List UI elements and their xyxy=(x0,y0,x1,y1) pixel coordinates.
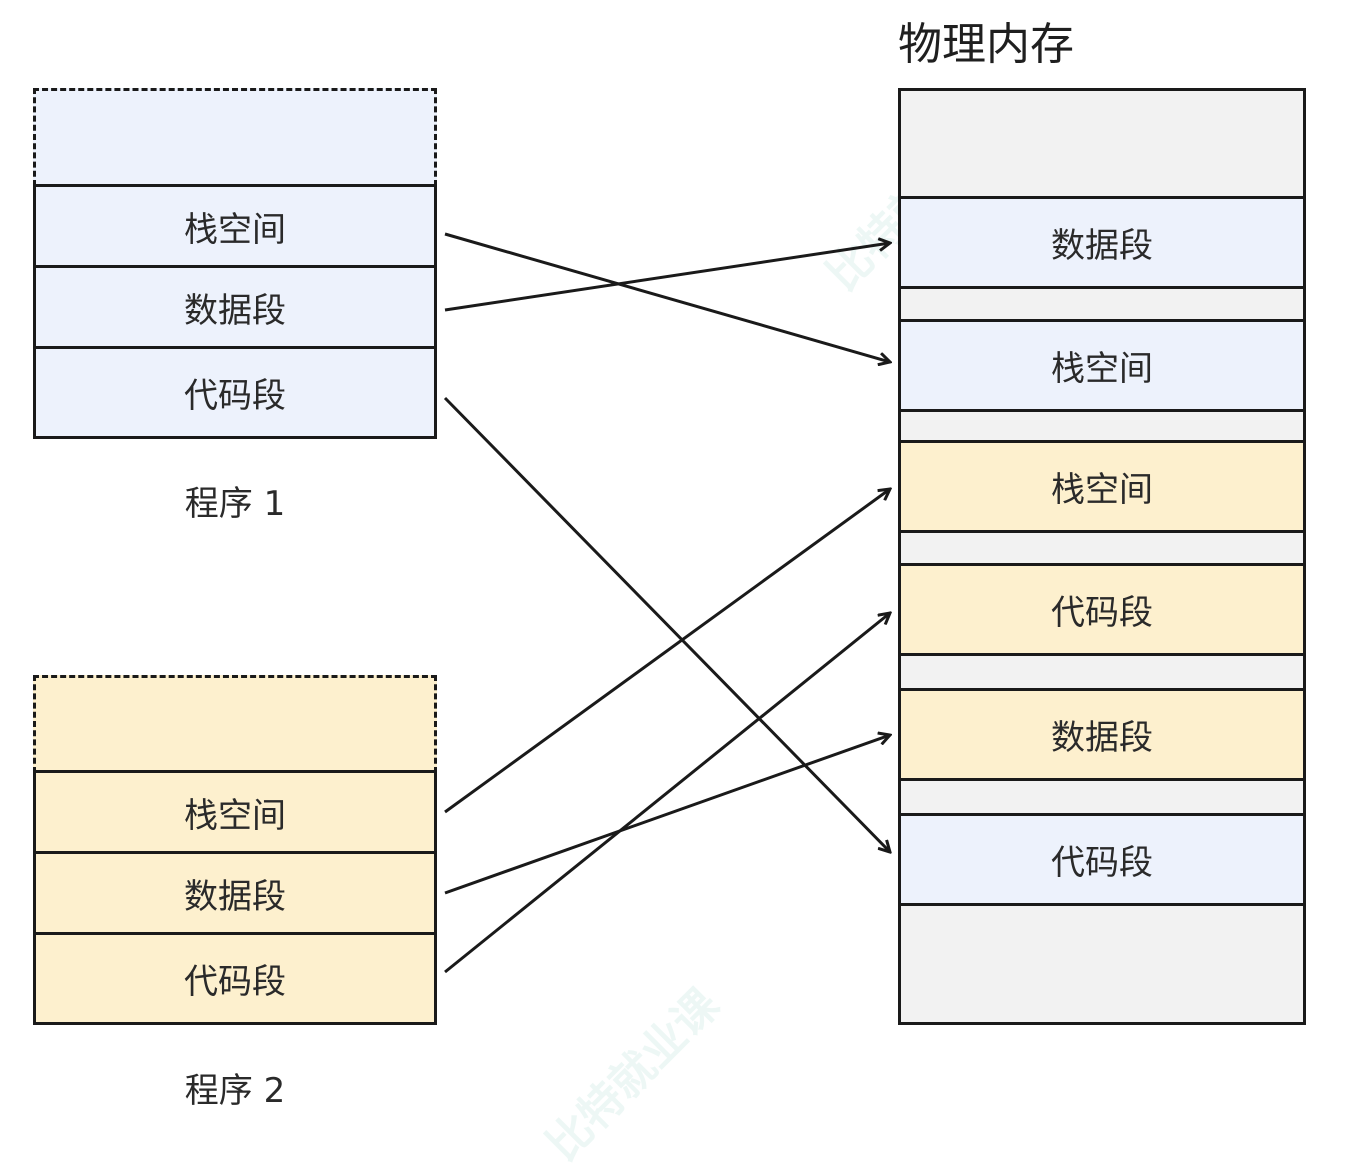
segment-label: 代码段 xyxy=(184,376,286,416)
segment-label: 栈空间 xyxy=(1051,470,1153,510)
arrow-p2-stack-to-memory xyxy=(444,489,890,814)
memory-code-segment-p1: 代码段 xyxy=(898,813,1306,906)
program2-caption: 程序 2 xyxy=(184,1071,286,1111)
arrow-p1-stack-to-memory xyxy=(444,232,890,362)
segment-label: 代码段 xyxy=(1051,843,1153,883)
segment-label: 代码段 xyxy=(184,962,286,1002)
program1-stack-segment: 栈空间 xyxy=(33,184,437,268)
program2-free-area xyxy=(33,675,437,773)
program1-data-segment: 数据段 xyxy=(33,265,437,349)
arrow-p1-code-to-memory xyxy=(443,396,890,852)
memory-stack-segment-p1: 栈空间 xyxy=(898,319,1306,412)
memory-code-segment-p2: 代码段 xyxy=(898,563,1306,656)
program2-stack-segment: 栈空间 xyxy=(33,770,437,854)
segment-label: 栈空间 xyxy=(184,209,286,250)
mapping-arrows xyxy=(443,232,1355,974)
memory-stack-segment-p2: 栈空间 xyxy=(898,440,1306,533)
program1-free-area xyxy=(33,88,437,186)
arrow-p2-code-to-memory xyxy=(444,613,890,974)
program1-code-segment: 代码段 xyxy=(33,346,437,439)
segment-label: 数据段 xyxy=(184,876,286,917)
program1-caption: 程序 1 xyxy=(184,484,286,524)
arrow-p1-data-to-memory xyxy=(444,243,890,312)
memory-title: 物理内存 xyxy=(898,19,1074,70)
arrow-p2-data-to-memory xyxy=(444,735,890,895)
program2-code-segment: 代码段 xyxy=(33,932,437,1025)
segment-label: 栈空间 xyxy=(1051,349,1153,389)
memory-data-segment-p2: 数据段 xyxy=(898,688,1306,781)
segment-label: 数据段 xyxy=(1051,226,1153,266)
program2-data-segment: 数据段 xyxy=(33,851,437,935)
segment-label: 代码段 xyxy=(1051,593,1153,633)
memory-data-segment-p1: 数据段 xyxy=(898,196,1306,289)
segment-label: 数据段 xyxy=(184,290,286,331)
segment-label: 栈空间 xyxy=(184,795,286,836)
segment-label: 数据段 xyxy=(1051,718,1153,758)
